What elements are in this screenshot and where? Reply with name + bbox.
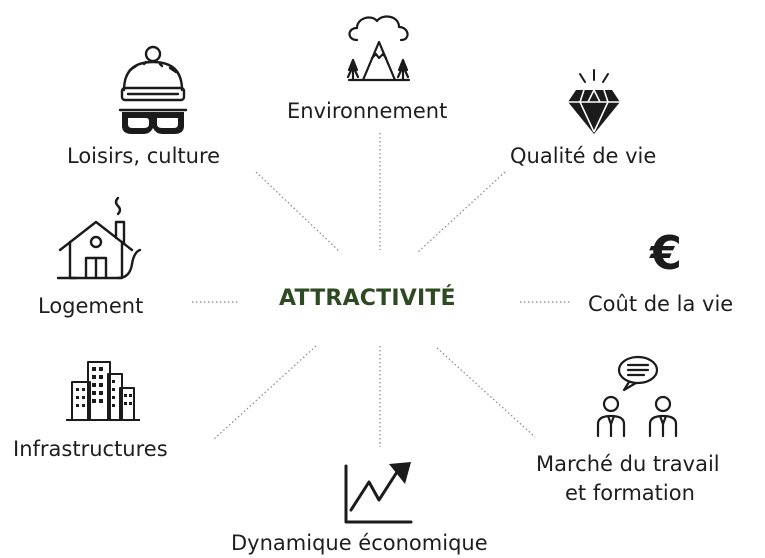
label-cout-de-la-vie: Coût de la vie — [588, 292, 734, 316]
label-marche-line2: et formation — [565, 481, 695, 505]
label-dynamique-economique: Dynamique économique — [231, 531, 488, 555]
buildings-icon — [66, 361, 140, 421]
ski-goggles-beanie-icon — [118, 45, 188, 134]
label-loisirs-culture: Loisirs, culture — [67, 144, 221, 168]
center-label: ATTRACTIVITÉ — [279, 286, 456, 311]
euro-icon: € — [650, 226, 683, 280]
diamond-icon — [568, 69, 620, 134]
connector-qualite — [417, 171, 506, 253]
connector-marche — [436, 347, 536, 438]
label-marche-line1: Marché du travail — [536, 452, 720, 476]
people-chat-icon — [596, 355, 678, 438]
label-environnement: Environnement — [287, 99, 448, 123]
connector-infrastructures — [212, 345, 317, 441]
label-logement: Logement — [38, 294, 144, 318]
growth-chart-icon — [344, 462, 413, 524]
mountain-cloud-icon — [346, 15, 411, 82]
house-icon — [56, 196, 142, 280]
connector-loisirs — [255, 171, 341, 253]
label-infrastructures: Infrastructures — [13, 437, 168, 461]
label-qualite-de-vie: Qualité de vie — [510, 144, 657, 168]
